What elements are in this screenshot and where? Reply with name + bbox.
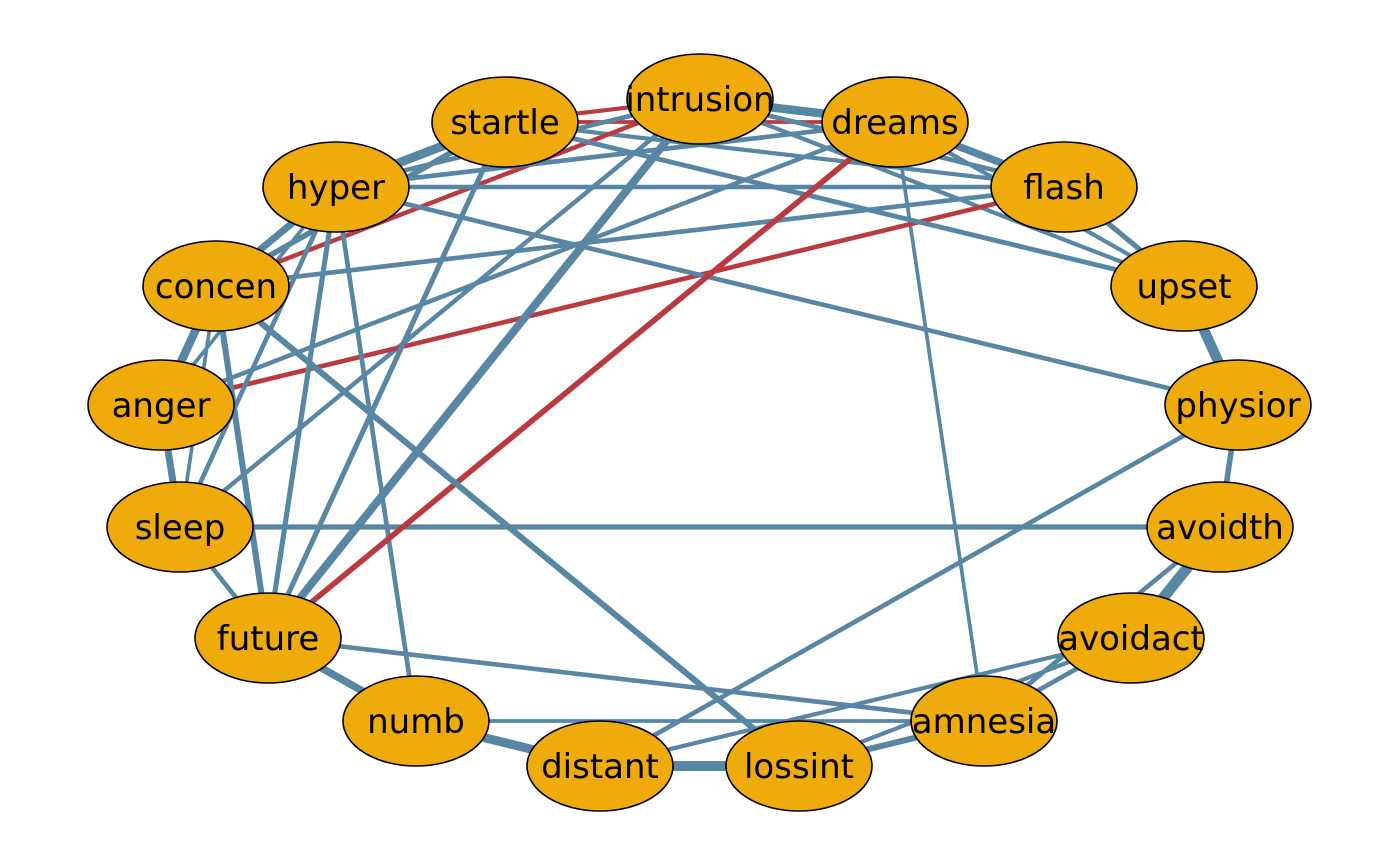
node-sleep: sleep [106,481,254,573]
node-ellipse-distant [526,720,674,812]
edge-future-concen [212,285,272,639]
node-label-sleep: sleep [135,508,226,548]
node-label-concen: concen [155,267,277,307]
edge-intrusion-future [264,96,704,641]
node-label-future: future [217,619,320,659]
node-label-upset: upset [1136,267,1231,307]
node-label-distant: distant [541,747,659,787]
node-label-flash: flash [1023,168,1105,208]
node-physior: physior [1164,359,1312,451]
node-ellipse-avoidact [1057,592,1205,684]
node-ellipse-future [194,592,342,684]
node-lossint: lossint [725,720,873,812]
edge-intrusion-sleep [178,97,702,529]
node-label-avoidact: avoidact [1058,619,1204,659]
node-ellipse-intrusion [626,53,774,145]
edge-dreams-future [266,119,897,641]
node-label-dreams: dreams [831,103,958,143]
node-hyper: hyper [262,141,410,233]
edge-flash-anger [160,184,1065,408]
edge-future-startle [265,120,508,640]
node-label-lossint: lossint [744,747,854,787]
node-dreams: dreams [821,76,969,168]
node-label-hyper: hyper [287,168,385,208]
edge-sleep-hyper [177,186,339,528]
node-upset: upset [1110,240,1258,332]
node-numb: numb [342,675,490,767]
node-ellipse-avoidth [1146,481,1294,573]
node-label-amnesia: amnesia [912,702,1056,742]
node-startle: startle [431,76,579,168]
node-ellipse-flash [990,141,1138,233]
node-ellipse-anger [87,359,235,451]
node-label-intrusion: intrusion [625,80,774,120]
node-anger: anger [87,359,235,451]
edge-intrusion-concen [215,96,701,289]
edge-avoidact-distant [599,635,1132,769]
node-avoidth: avoidth [1146,481,1294,573]
edge-dreams-anger [160,119,896,408]
edge-future-hyper [265,186,339,639]
node-amnesia: amnesia [910,675,1058,767]
node-ellipse-dreams [821,76,969,168]
node-ellipse-amnesia [910,675,1058,767]
node-future: future [194,592,342,684]
node-flash: flash [990,141,1138,233]
edge-flash-startle [504,119,1065,190]
edge-physior-distant [598,402,1240,769]
edge-upset-startle [504,119,1185,289]
node-ellipse-numb [342,675,490,767]
node-ellipse-concen [142,240,290,332]
node-ellipse-startle [431,76,579,168]
node-ellipse-sleep [106,481,254,573]
node-distant: distant [526,720,674,812]
node-intrusion: intrusion [625,53,775,145]
node-label-avoidth: avoidth [1156,508,1284,548]
edge-physior-hyper [335,184,1239,408]
node-label-anger: anger [112,386,211,426]
edge-lossint-concen [214,283,801,769]
node-ellipse-physior [1164,359,1312,451]
edge-intrusion-upset [699,97,1185,288]
node-ellipse-upset [1110,240,1258,332]
node-ellipse-lossint [725,720,873,812]
node-concen: concen [142,240,290,332]
node-label-startle: startle [450,103,560,143]
edge-flash-concen [215,184,1065,289]
edge-dreams-hyper [335,119,896,190]
node-ellipse-hyper [262,141,410,233]
edge-numb-hyper [333,186,419,722]
node-layer: intrusion dreams flash upset physior avoidth a… [87,53,1312,812]
node-label-physior: physior [1175,386,1300,426]
node-label-numb: numb [367,702,465,742]
node-avoidact: avoidact [1057,592,1205,684]
edge-amnesia-future [267,635,985,724]
